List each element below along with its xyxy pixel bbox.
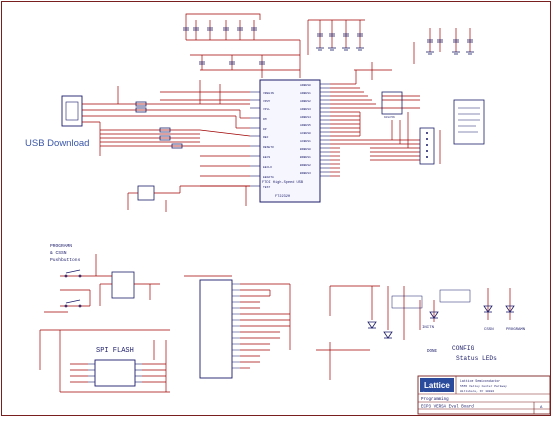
lattice-logo-text: Lattice — [424, 381, 450, 390]
svg-text:EECLK: EECLK — [263, 166, 272, 169]
svg-text:ADBUS0: ADBUS0 — [300, 84, 311, 87]
ftdi-chip-part: FT2232H — [275, 195, 290, 199]
svg-text:REF: REF — [263, 136, 269, 139]
ftdi-pin-text: VREGIN VPHY VPLL DM DP REF RESET# EECS EECLK… — [263, 84, 311, 189]
svg-text:ADBUS5: ADBUS5 — [300, 124, 311, 127]
eeprom-part: 93LC56 — [384, 116, 395, 119]
svg-text:ADBUS2: ADBUS2 — [300, 100, 311, 103]
usb-resistors — [135, 101, 183, 149]
ftdi-output-bus — [330, 70, 441, 177]
crystal-oscillator — [137, 185, 155, 201]
svg-text:ADBUS1: ADBUS1 — [300, 92, 311, 95]
top-capacitors — [183, 27, 473, 65]
eeprom-chip — [381, 91, 403, 115]
svg-text:EECS: EECS — [263, 156, 270, 159]
ground-symbols-top — [316, 47, 474, 55]
lattice-logo-box — [420, 378, 454, 392]
done-led-label: DONE — [427, 350, 438, 354]
svg-text:BDBUS2: BDBUS2 — [300, 164, 311, 167]
usb-connector — [61, 95, 83, 127]
jtag-header — [419, 127, 435, 165]
ftdi-right-pin-stubs — [320, 83, 330, 177]
config-label-line1: CONFIG — [452, 345, 475, 352]
usb-wiring — [82, 80, 251, 206]
usb-download-label: USB Download — [25, 138, 89, 149]
top-decoupling-network — [185, 13, 471, 80]
company-address-1: 5555 Valley Center Parkway — [460, 384, 507, 388]
sheet-title: Programming — [421, 397, 449, 402]
svg-text:ACBUS0: ACBUS0 — [300, 132, 311, 135]
svg-text:VPLL: VPLL — [263, 108, 270, 111]
svg-text:TEST: TEST — [263, 186, 270, 189]
company-address-2: Hillsboro, Or 10022 — [460, 389, 494, 393]
ftdi-left-pin-stubs — [250, 91, 260, 187]
svg-text:RESET#: RESET# — [263, 146, 274, 149]
pushbuttons-label-line3: Pushbuttons — [50, 257, 81, 263]
config-note-lines — [458, 107, 480, 133]
svg-text:EEDATA: EEDATA — [263, 176, 274, 179]
spi-flash-pins — [88, 363, 142, 383]
ftdi-chip-body — [259, 79, 321, 203]
config-led-wiring — [316, 285, 511, 380]
programn-led-label: PROGRAMN — [506, 328, 526, 332]
spi-flash-label: SPI FLASH — [96, 347, 134, 355]
led-note-box-1 — [391, 295, 423, 309]
pushbuttons-label-line1: PROGRAMN — [50, 243, 72, 249]
initn-led-label: INITN — [422, 326, 435, 330]
svg-text:VPHY: VPHY — [263, 100, 270, 103]
svg-text:VREGIN: VREGIN — [263, 92, 274, 95]
led-note-box-2 — [439, 289, 471, 303]
config-note-box — [453, 99, 485, 145]
fpga-config-wiring — [184, 275, 291, 369]
svg-text:DP: DP — [263, 128, 267, 131]
svg-text:BDBUS0: BDBUS0 — [300, 148, 311, 151]
svg-text:DM: DM — [263, 118, 267, 121]
spi-flash-chip — [94, 359, 136, 387]
board-name: ECP3 VERSA Eval Board — [421, 405, 474, 410]
svg-text:BDBUS3: BDBUS3 — [300, 172, 311, 175]
svg-text:BDBUS1: BDBUS1 — [300, 156, 311, 159]
spi-flash-wiring — [39, 311, 170, 393]
revision: A — [540, 406, 543, 410]
sheet-border — [1, 1, 551, 416]
usb-connector-inner — [65, 101, 79, 121]
crystal-wiring — [127, 185, 250, 212]
pushbutton-wiring — [60, 254, 160, 307]
ftdi-chip-name: FTDI High-Speed USB — [262, 180, 304, 185]
svg-text:ADBUS4: ADBUS4 — [300, 116, 311, 119]
pushbutton-switches — [64, 269, 82, 308]
svg-text:ACBUS1: ACBUS1 — [300, 140, 311, 143]
config-led-symbols — [367, 305, 515, 339]
config-label-line2: Status LEDs — [456, 355, 497, 362]
fpga-config-bank — [199, 279, 233, 379]
svg-text:ADBUS3: ADBUS3 — [300, 108, 311, 111]
company-name: Lattice Semiconductor — [460, 379, 500, 383]
lattice-logo-subtext: Semiconductor — [423, 391, 438, 394]
cssn-led-label: CSSN — [484, 328, 494, 332]
fpga-config-pins — [232, 283, 240, 369]
pushbuttons-label-line2: & CSSN — [50, 250, 67, 256]
debounce-chip — [111, 271, 135, 299]
jtag-header-pins — [426, 132, 428, 158]
